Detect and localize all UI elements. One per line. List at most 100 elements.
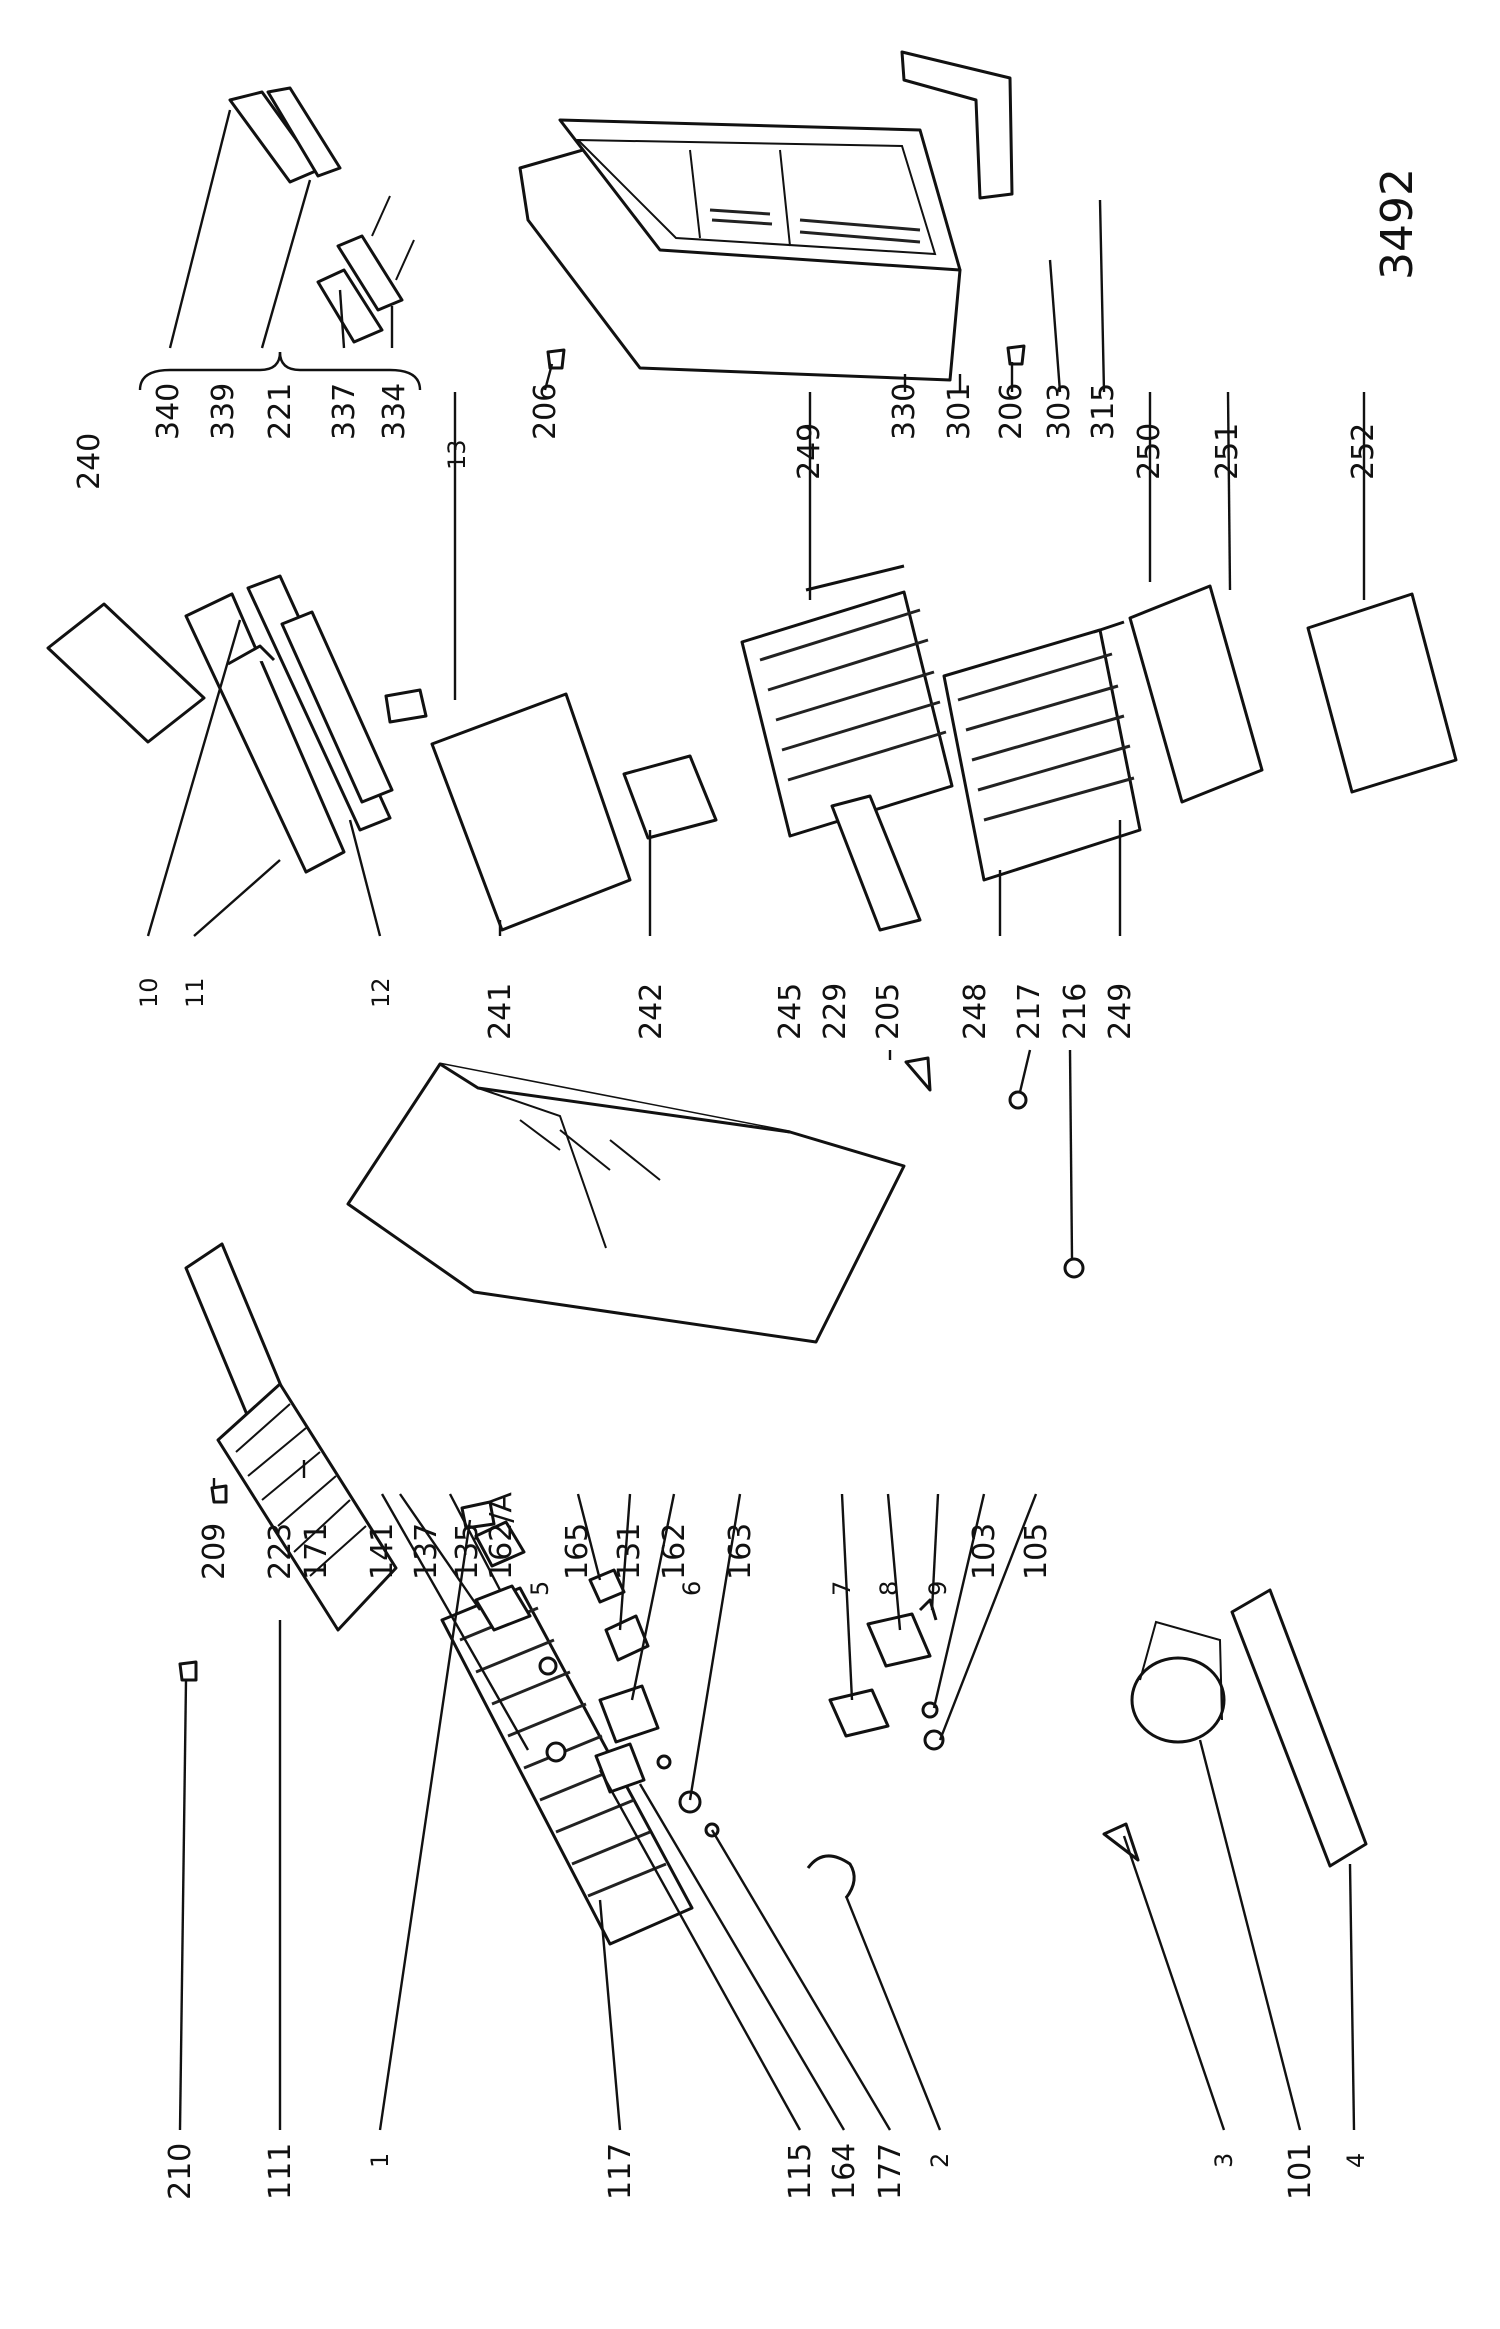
label-165: 165 [560,1523,595,1580]
label-103: 103 [967,1523,1002,1580]
label-248: 248 [958,983,993,1040]
label-11: 11 [181,977,209,1008]
label-217: 217 [1012,983,1047,1040]
label-330: 330 [887,383,922,440]
label-303: 303 [1042,383,1077,440]
label-162A: 162/A [484,1492,519,1580]
label-205: 205 [871,983,906,1040]
part-8 [866,1612,932,1668]
label-163: 163 [723,1523,758,1580]
label-301: 301 [942,383,977,440]
label-2: 2 [926,2153,954,2168]
label-337: 337 [327,383,362,440]
compressor-bracket-3 [1102,1822,1140,1862]
shelf-rail-249-upper [805,564,905,592]
label-131: 131 [612,1523,647,1580]
evaporator [216,1382,398,1632]
label-251: 251 [1210,423,1245,480]
label-13: 13 [443,439,471,470]
freezer-door-inner [280,610,394,804]
label-340: 340 [151,383,186,440]
part-105 [923,1729,945,1751]
label-111: 111 [263,2143,298,2200]
label-9: 9 [924,1581,952,1596]
part-141 [545,1741,567,1763]
small-box [622,754,718,840]
label-241: 241 [483,983,518,1040]
label-315: 315 [1086,383,1121,440]
leader-lines [138,109,1366,2131]
cabinet-body [346,1062,906,1344]
glass-shelf [1128,584,1264,804]
label-223: 223 [263,1523,298,1580]
condenser [440,1586,694,1946]
part-7 [828,1688,890,1738]
label-334: 334 [377,383,412,440]
part-162 [598,1684,660,1744]
part-205 [904,1056,932,1092]
pin-210 [178,1660,198,1682]
label-221: 221 [263,383,298,440]
label-240: 240 [72,433,107,490]
label-141: 141 [365,1523,400,1580]
label-137: 137 [409,1523,444,1580]
ice-tray [46,602,206,744]
label-10: 10 [135,977,163,1008]
wire-clip-2 [806,1854,856,1899]
compressor [1130,1620,1226,1744]
label-162: 162 [657,1523,692,1580]
pin-206-left [546,348,566,370]
label-216: 216 [1058,983,1093,1040]
label-12: 12 [367,977,395,1008]
thermostat-135 [474,1584,532,1632]
label-229: 229 [818,983,853,1040]
label-6: 6 [678,1581,706,1596]
label-171: 171 [299,1523,334,1580]
label-210: 210 [163,2143,198,2200]
bottle-rack [830,794,922,932]
crisper-drawer [1306,592,1458,794]
part-163 [678,1790,702,1814]
label-1: 1 [366,2153,394,2168]
wire-shelf-upper [740,590,954,838]
pin-209 [210,1484,228,1504]
label-209: 209 [197,1523,232,1580]
freezer-door-frame [184,592,346,874]
label-249-top: 249 [792,423,827,480]
label-105: 105 [1019,1523,1054,1580]
label-242: 242 [634,983,669,1040]
pin-206-right [1006,344,1026,366]
label-5: 5 [526,1581,554,1596]
drip-tray [430,692,632,932]
label-101: 101 [1283,2143,1318,2200]
label-117: 117 [603,2143,638,2200]
block-13 [384,688,428,724]
drawing-number: 3492 [1372,168,1423,280]
part-6 [656,1754,672,1770]
part-137 [538,1656,558,1676]
part-9 [918,1598,938,1621]
label-252: 252 [1346,423,1381,480]
base-plate [1230,1588,1368,1868]
part-131 [604,1614,650,1662]
wire-shelf-lower [942,628,1142,882]
label-135: 135 [450,1523,485,1580]
label-177: 177 [873,2143,908,2200]
label-206-right: 206 [994,383,1029,440]
door-assembly [518,118,962,382]
label-8: 8 [875,1581,903,1596]
label-164: 164 [827,2143,862,2200]
part-162A [474,1520,526,1568]
part-217 [1008,1090,1028,1110]
label-249-mid: 249 [1103,983,1138,1040]
door-shelf-340 [228,86,342,184]
label-245: 245 [773,983,808,1040]
label-7: 7 [828,1581,856,1596]
spring-10 [227,644,276,666]
door-handle [900,50,1014,200]
label-206-top: 206 [528,383,563,440]
label-250: 250 [1132,423,1167,480]
label-3: 3 [1210,2153,1238,2168]
label-339: 339 [206,383,241,440]
